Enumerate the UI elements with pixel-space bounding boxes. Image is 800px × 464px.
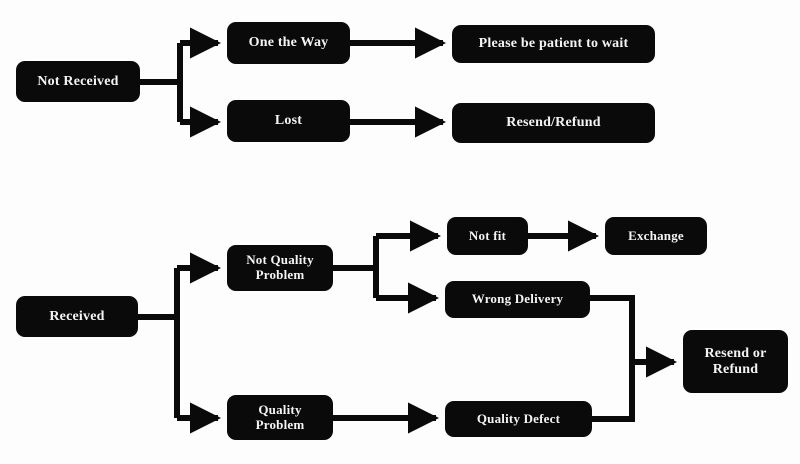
node-quality-defect-label: Quality Defect: [476, 410, 561, 426]
node-resend-or-refund[interactable]: Resend or Refund: [683, 330, 788, 393]
wire-quality-defect-to-merge: [592, 362, 635, 422]
node-resend-refund-label: Resend/Refund: [506, 115, 601, 131]
node-not-received-label: Not Received: [37, 73, 119, 89]
node-lost-label: Lost: [274, 113, 303, 129]
node-lost[interactable]: Lost: [227, 100, 350, 142]
node-not-received[interactable]: Not Received: [16, 61, 140, 102]
node-please-be-patient-to-wait[interactable]: Please be patient to wait: [452, 25, 655, 63]
node-not-quality-problem-label: Not Quality Problem: [246, 252, 314, 282]
node-one-the-way-label: One the Way: [248, 35, 329, 51]
node-wrong-delivery[interactable]: Wrong Delivery: [445, 281, 590, 318]
node-not-quality-problem[interactable]: Not Quality Problem: [227, 245, 333, 291]
node-not-fit[interactable]: Not fit: [447, 217, 528, 255]
node-received-label: Received: [49, 308, 105, 324]
node-one-the-way[interactable]: One the Way: [227, 22, 350, 64]
node-please-be-patient-to-wait-label: Please be patient to wait: [478, 36, 629, 52]
node-quality-problem-label: Quality Problem: [255, 401, 305, 432]
wire-wrong-delivery-to-merge: [590, 295, 635, 362]
node-resend-or-refund-label: Resend or Refund: [704, 345, 767, 377]
node-received[interactable]: Received: [16, 296, 138, 337]
node-resend-refund[interactable]: Resend/Refund: [452, 103, 655, 143]
node-exchange-label: Exchange: [628, 227, 684, 243]
node-exchange[interactable]: Exchange: [605, 217, 707, 255]
node-not-fit-label: Not fit: [468, 227, 507, 243]
node-quality-defect[interactable]: Quality Defect: [445, 401, 592, 437]
node-wrong-delivery-label: Wrong Delivery: [471, 291, 564, 307]
node-quality-problem[interactable]: Quality Problem: [227, 395, 333, 440]
